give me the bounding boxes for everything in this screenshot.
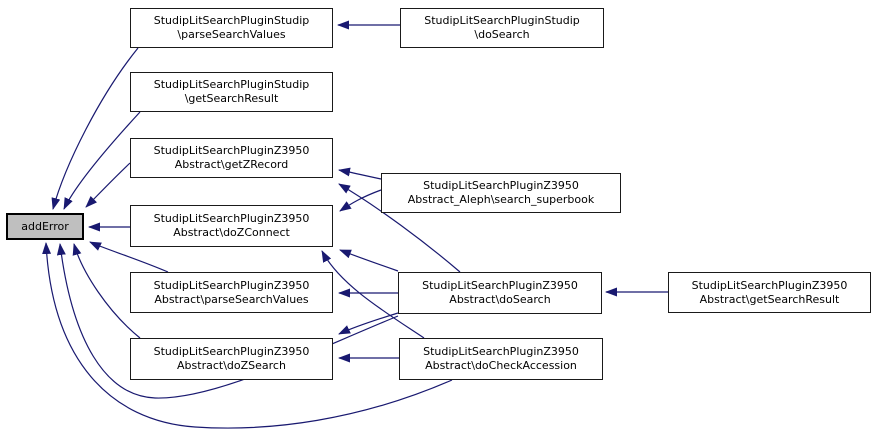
edge-studipGetResult-to-addError — [63, 111, 141, 210]
node-adderror: addError — [6, 213, 84, 240]
edge-studipParse-to-addError — [51, 47, 139, 210]
node-z3950-parsesearchvalues-label: StudipLitSearchPluginZ3950 Abstract\pars… — [153, 278, 310, 306]
node-z3950-docheckaccession-label: StudipLitSearchPluginZ3950 Abstract\doCh… — [423, 345, 579, 372]
node-z3950-getzrecord[interactable]: StudipLitSearchPluginZ3950 Abstract\getZ… — [130, 138, 333, 178]
edge-searchSuperbook-to-getZRecord — [338, 167, 382, 180]
edge-doCheckAccession-to-doZConnect — [321, 250, 425, 339]
node-studip-dosearch-label: StudipLitSearchPluginStudip \doSearch — [424, 14, 580, 41]
node-z3950-parsesearchvalues[interactable]: StudipLitSearchPluginZ3950 Abstract\pars… — [130, 272, 333, 313]
node-z3950-dosearch-label: StudipLitSearchPluginZ3950 Abstract\doSe… — [422, 279, 578, 306]
edge-doSearch-to-getZRecord — [338, 183, 461, 273]
edge-doCheckAccession-to-addError — [42, 242, 453, 429]
node-aleph-search-superbook[interactable]: StudipLitSearchPluginZ3950 Abstract_Alep… — [381, 173, 621, 213]
node-z3950-getsearchresult-label: StudipLitSearchPluginZ3950 Abstract\getS… — [691, 278, 848, 306]
node-z3950-dozconnect-label: StudipLitSearchPluginZ3950 Abstract\doZC… — [153, 212, 310, 239]
node-studip-getsearchresult[interactable]: StudipLitSearchPluginStudip \getSearchRe… — [130, 72, 333, 112]
edge-doSearch-to-doZSearch — [338, 312, 399, 335]
node-z3950-docheckaccession[interactable]: StudipLitSearchPluginZ3950 Abstract\doCh… — [399, 338, 603, 380]
node-aleph-search-superbook-label: StudipLitSearchPluginZ3950 Abstract_Alep… — [407, 179, 595, 206]
node-z3950-getzrecord-label: StudipLitSearchPluginZ3950 Abstract\getZ… — [153, 144, 310, 171]
edge-doSearch-to-doZConnect — [339, 249, 399, 272]
node-studip-parsesearchvalues[interactable]: StudipLitSearchPluginStudip \parseSearch… — [130, 8, 333, 48]
edge-parseSearchValues-to-addError — [89, 241, 169, 273]
node-z3950-getsearchresult[interactable]: StudipLitSearchPluginZ3950 Abstract\getS… — [668, 272, 871, 313]
node-z3950-dozsearch-label: StudipLitSearchPluginZ3950 Abstract\doZS… — [153, 345, 310, 372]
node-z3950-dosearch[interactable]: StudipLitSearchPluginZ3950 Abstract\doSe… — [398, 272, 602, 314]
node-studip-parsesearchvalues-label: StudipLitSearchPluginStudip \parseSearch… — [153, 14, 310, 41]
node-adderror-label: addError — [21, 219, 69, 233]
edge-getZRecord-to-addError — [85, 162, 131, 208]
edge-searchSuperbook-to-doZConnect — [339, 189, 382, 212]
node-z3950-dozconnect[interactable]: StudipLitSearchPluginZ3950 Abstract\doZC… — [130, 205, 333, 247]
node-studip-getsearchresult-label: StudipLitSearchPluginStudip \getSearchRe… — [153, 78, 310, 105]
node-studip-dosearch[interactable]: StudipLitSearchPluginStudip \doSearch — [400, 8, 604, 48]
node-z3950-dozsearch[interactable]: StudipLitSearchPluginZ3950 Abstract\doZS… — [130, 338, 333, 380]
edge-doZSearch-to-addError — [72, 243, 141, 339]
